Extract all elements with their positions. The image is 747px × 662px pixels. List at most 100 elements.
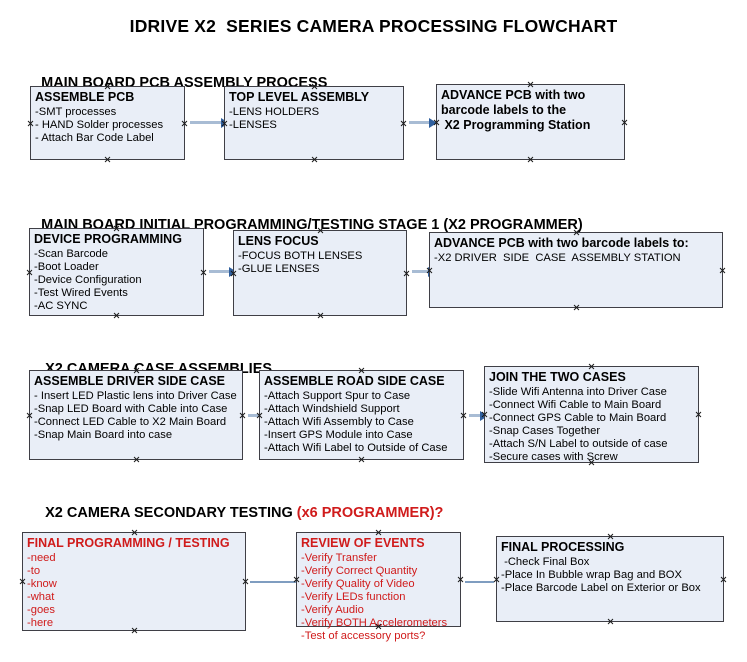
node-line: -Attach Windshield Support — [264, 402, 400, 415]
connection-handle-right[interactable] — [460, 412, 467, 419]
connection-handle-bottom[interactable] — [311, 156, 318, 163]
connection-handle-right[interactable] — [239, 412, 246, 419]
node-line: -Place Barcode Label on Exterior or Box — [501, 581, 701, 594]
node-line: -Check Final Box — [501, 556, 590, 568]
section-title-x2-camera-secondary-testing: X2 CAMERA SECONDARY TESTING (x6 PROGRAMM… — [29, 489, 443, 537]
node-lens-focus[interactable]: LENS FOCUS -FOCUS BOTH LENSES -GLUE LENS… — [233, 230, 407, 316]
node-line: -Test Wired Events — [34, 286, 128, 299]
connection-handle-right[interactable] — [720, 576, 727, 583]
connection-handle-bottom[interactable] — [527, 156, 534, 163]
node-line: -Scan Barcode — [34, 248, 109, 260]
node-line: -Attach S/N Label to outside of case — [489, 437, 668, 450]
connection-handle-top[interactable] — [607, 533, 614, 540]
connection-handle-right[interactable] — [695, 411, 702, 418]
connector-assemble-pcb-to-top-level-assembly — [190, 117, 229, 128]
node-line: - Attach Bar Code Label — [35, 132, 154, 145]
node-line: -to — [27, 564, 41, 577]
connector-road-side-case-to-join-the-two-cases — [469, 410, 488, 421]
node-line: -Slide Wifi Antenna into Driver Case — [489, 386, 667, 398]
node-header: DEVICE PROGRAMMING — [34, 232, 182, 246]
node-line: -SMT processes — [35, 106, 117, 118]
node-line: -need — [27, 552, 56, 564]
connection-handle-right[interactable] — [242, 578, 249, 585]
connection-handle-right[interactable] — [621, 119, 628, 126]
connector-final-programming-to-review-of-events — [250, 581, 298, 583]
node-header: LENS FOCUS — [238, 234, 319, 248]
node-final-processing[interactable]: FINAL PROCESSING -Check Final Box -Place… — [496, 536, 724, 622]
node-advance-pcb-to-x2-programming-station[interactable]: ADVANCE PCB with two barcode labels to t… — [436, 84, 625, 160]
arrowhead-icon — [429, 117, 437, 128]
connection-handle-left[interactable] — [19, 578, 26, 585]
connection-handle-bottom[interactable] — [573, 304, 580, 311]
connection-handle-top[interactable] — [588, 363, 595, 370]
connector-top-level-assembly-to-advance-pcb — [409, 117, 437, 128]
connection-handle-right[interactable] — [719, 267, 726, 274]
node-top-level-assembly[interactable]: TOP LEVEL ASSEMBLY -LENS HOLDERS -LENSES — [224, 86, 404, 160]
node-header: ASSEMBLE DRIVER SIDE CASE — [34, 374, 226, 388]
node-assemble-road-side-case[interactable]: ASSEMBLE ROAD SIDE CASE -Attach Support … — [259, 370, 464, 460]
page-title: IDRIVE X2 SERIES CAMERA PROCESSING FLOWC… — [129, 16, 618, 36]
node-review-of-events[interactable]: REVIEW OF EVENTS -Verify Transfer -Verif… — [296, 532, 464, 642]
node-line: -Connect Wifi Cable to Main Board — [489, 398, 662, 411]
connection-handle-bottom[interactable] — [607, 618, 614, 625]
node-line: -GLUE LENSES — [238, 263, 320, 276]
node-assemble-pcb[interactable]: ASSEMBLE PCB -SMT processes - HAND Solde… — [30, 86, 185, 160]
node-line: -Verify Audio — [301, 603, 364, 616]
node-line: -Verify BOTH Accelerometers — [301, 616, 448, 629]
node-advance-pcb-to-driver-side-case-assembly-station[interactable]: ADVANCE PCB with two barcode labels to: … — [429, 232, 723, 308]
node-line: -Verify LEDs function — [301, 590, 406, 603]
node-join-the-two-cases[interactable]: JOIN THE TWO CASES -Slide Wifi Antenna i… — [484, 366, 699, 463]
node-line: -Place In Bubble wrap Bag and BOX — [501, 568, 682, 581]
node-line: -Boot Loader — [34, 260, 99, 273]
connection-handle-left[interactable] — [27, 120, 34, 127]
connection-handle-right[interactable] — [181, 120, 188, 127]
node-header: JOIN THE TWO CASES — [489, 370, 626, 384]
connection-handle-top[interactable] — [527, 81, 534, 88]
node-header: ASSEMBLE PCB — [35, 90, 135, 104]
node-header: TOP LEVEL ASSEMBLY — [229, 90, 370, 104]
node-header: REVIEW OF EVENTS — [301, 536, 425, 550]
node-line: -Attach Wifi Assembly to Case — [264, 415, 414, 428]
connection-handle-right[interactable] — [403, 270, 410, 277]
connection-handle-right[interactable] — [400, 120, 407, 127]
connection-handle-left[interactable] — [493, 576, 500, 583]
node-line: -what — [27, 590, 55, 603]
node-header: ASSEMBLE ROAD SIDE CASE — [264, 374, 445, 388]
node-line: - Insert LED Plastic lens into Driver Ca… — [34, 390, 237, 402]
node-line: -Snap LED Board with Cable into Case — [34, 402, 228, 415]
node-line: -Verify Quality of Video — [301, 577, 415, 590]
connection-handle-bottom[interactable] — [113, 312, 120, 319]
node-line: - HAND Solder processes — [35, 119, 164, 132]
node-device-programming[interactable]: DEVICE PROGRAMMING -Scan Barcode -Boot L… — [29, 228, 204, 316]
connection-handle-bottom[interactable] — [358, 456, 365, 463]
node-line: -know — [27, 577, 57, 590]
node-line: -FOCUS BOTH LENSES — [238, 250, 363, 262]
connection-handle-bottom[interactable] — [104, 156, 111, 163]
node-line: -Attach Support Spur to Case — [264, 390, 411, 402]
connection-handle-left[interactable] — [26, 269, 33, 276]
node-line: -Snap Main Board into case — [34, 428, 173, 441]
node-line: -X2 DRIVER SIDE CASE ASSEMBLY STATION — [434, 252, 681, 264]
node-line: -Device Configuration — [34, 273, 142, 286]
section-title-text: X2 CAMERA SECONDARY TESTING — [45, 505, 297, 521]
node-assemble-driver-side-case[interactable]: ASSEMBLE DRIVER SIDE CASE - Insert LED P… — [29, 370, 243, 460]
node-final-programming-testing[interactable]: FINAL PROGRAMMING / TESTING -need -to -k… — [22, 532, 246, 631]
node-line: -Insert GPS Module into Case — [264, 428, 413, 441]
node-line: -Verify Correct Quantity — [301, 564, 418, 577]
connection-handle-right[interactable] — [457, 576, 464, 583]
connection-handle-left[interactable] — [26, 412, 33, 419]
node-header: ADVANCE PCB with two barcode labels to t… — [441, 88, 591, 132]
node-line-overflow: -Test of accessory ports? — [301, 629, 426, 642]
connection-handle-bottom[interactable] — [317, 312, 324, 319]
node-line: -AC SYNC — [34, 299, 88, 312]
node-header: FINAL PROCESSING — [501, 540, 625, 554]
connection-handle-bottom[interactable] — [133, 456, 140, 463]
node-line: -Connect GPS Cable to Main Board — [489, 411, 667, 424]
connection-handle-top[interactable] — [358, 367, 365, 374]
node-line: -Connect LED Cable to X2 Main Board — [34, 415, 227, 428]
node-line: -LENS HOLDERS — [229, 106, 320, 118]
connection-handle-right[interactable] — [200, 269, 207, 276]
connector-device-programming-to-lens-focus — [209, 266, 237, 277]
node-line: -Snap Cases Together — [489, 424, 601, 437]
